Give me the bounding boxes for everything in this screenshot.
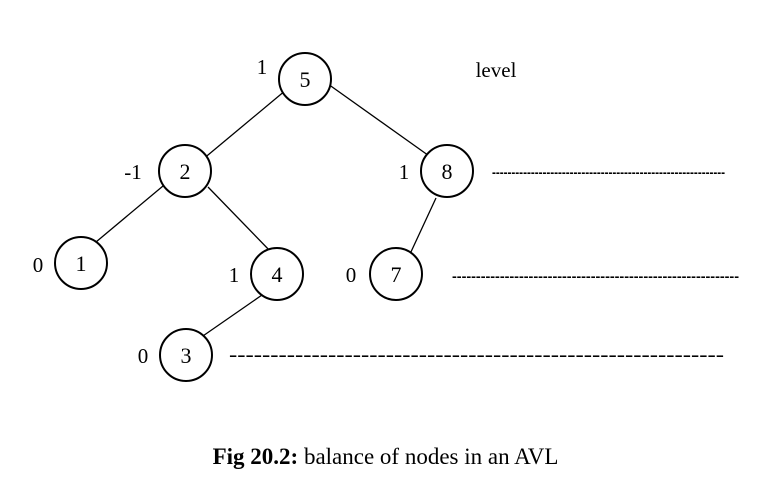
balance-factor: 1 bbox=[399, 160, 410, 184]
balance-factor: 1 bbox=[229, 263, 240, 287]
node-key: 1 bbox=[76, 251, 87, 276]
node-circle bbox=[158, 144, 212, 198]
node-circle bbox=[54, 236, 108, 290]
edge-2-4 bbox=[207, 186, 273, 254]
avl-tree-diagram: 5 1 2 -1 8 1 1 0 4 1 7 0 3 0 level -----… bbox=[33, 52, 739, 382]
tree-node-8: 8 1 bbox=[399, 144, 474, 198]
balance-factor: 0 bbox=[33, 253, 44, 277]
tree-node-2: 2 -1 bbox=[124, 144, 212, 198]
node-circle bbox=[420, 144, 474, 198]
level-3-dash-line: ----------------------------------------… bbox=[229, 342, 724, 366]
tree-node-5: 5 1 bbox=[257, 52, 332, 106]
tree-node-4: 4 1 bbox=[229, 247, 304, 301]
edge-8-7 bbox=[409, 197, 437, 255]
node-circle bbox=[278, 52, 332, 106]
node-circle bbox=[159, 328, 213, 382]
node-circle bbox=[250, 247, 304, 301]
edge-5-2 bbox=[201, 89, 287, 161]
tree-node-1: 1 0 bbox=[33, 236, 108, 290]
tree-node-3: 3 0 bbox=[138, 328, 213, 382]
node-key: 2 bbox=[180, 159, 191, 184]
node-key: 4 bbox=[272, 262, 283, 287]
node-key: 8 bbox=[442, 159, 453, 184]
figure-caption: Fig 20.2: balance of nodes in an AVL bbox=[0, 444, 771, 470]
level-2-dash-line: ----------------------------------------… bbox=[452, 263, 739, 287]
caption-prefix: Fig 20.2: bbox=[212, 444, 299, 469]
edge-5-8 bbox=[327, 83, 433, 159]
balance-factor: 1 bbox=[257, 55, 268, 79]
node-key: 7 bbox=[391, 262, 402, 287]
level-1-dash-line: ----------------------------------------… bbox=[492, 159, 725, 183]
node-key: 5 bbox=[300, 67, 311, 92]
balance-factor: 0 bbox=[138, 344, 149, 368]
level-label: level bbox=[476, 58, 517, 82]
edge-4-3 bbox=[199, 294, 263, 339]
balance-factor: 0 bbox=[346, 263, 357, 287]
balance-factor: -1 bbox=[124, 160, 142, 184]
caption-text: balance of nodes in an AVL bbox=[298, 444, 559, 469]
node-key: 3 bbox=[181, 343, 192, 368]
tree-node-7: 7 0 bbox=[346, 247, 423, 301]
edge-2-1 bbox=[95, 185, 164, 243]
node-circle bbox=[369, 247, 423, 301]
